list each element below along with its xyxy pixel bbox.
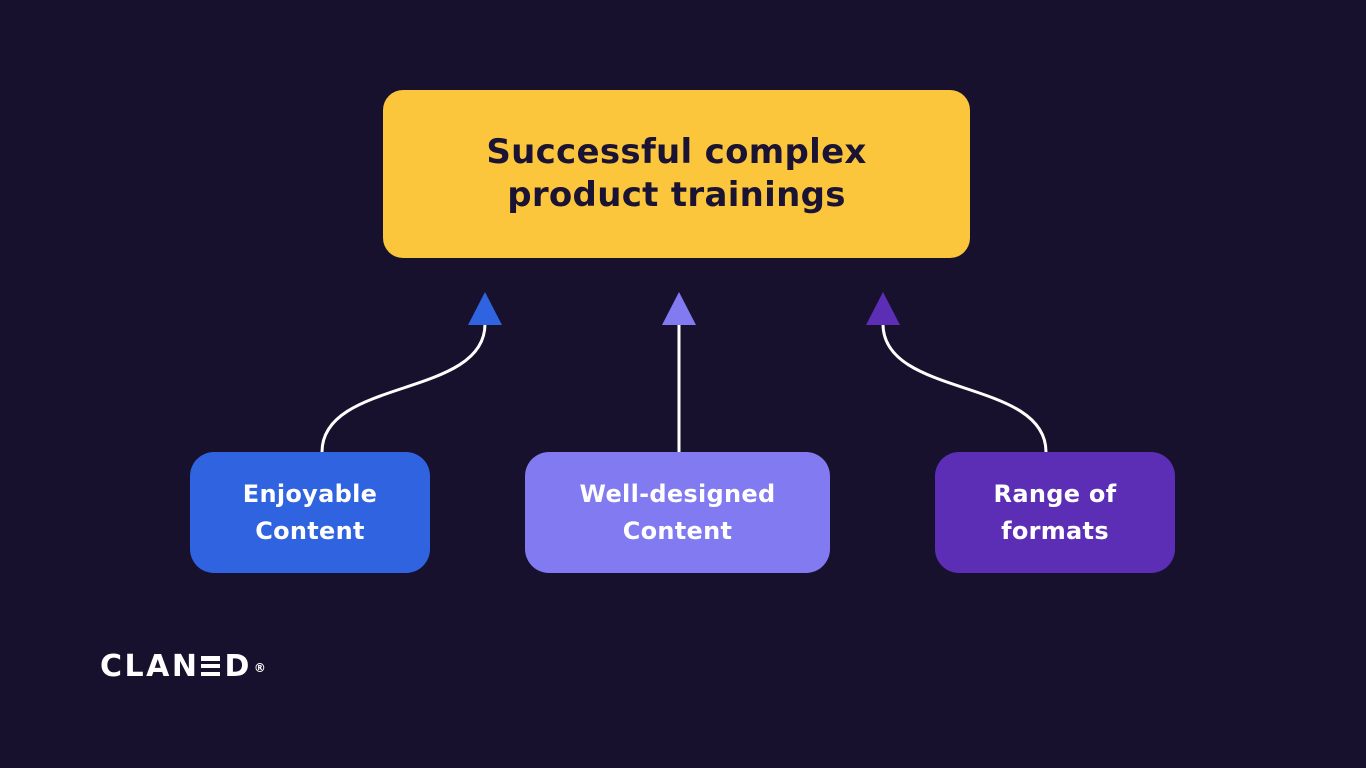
arrow-stem-left <box>320 322 487 454</box>
arrow-head-right-icon <box>866 292 900 325</box>
node-label-line: Enjoyable <box>242 479 378 508</box>
arrow-head-left-icon <box>468 292 502 325</box>
logo-text-suffix: D <box>224 649 252 684</box>
node-label-line: Range of <box>993 479 1117 508</box>
title-node: Successful complex product trainings <box>383 90 970 258</box>
node-well-designed-content: Well-designed Content <box>525 452 830 573</box>
arrow-head-middle-icon <box>662 292 696 325</box>
claned-logo: CLAN D ® <box>100 652 266 683</box>
arrow-stem-right <box>881 322 1048 454</box>
title-line-1: Successful complex <box>486 132 867 172</box>
node-enjoyable-content: Enjoyable Content <box>190 452 430 573</box>
title-line-2: product trainings <box>507 175 846 215</box>
logo-text-prefix: CLAN <box>100 649 200 684</box>
node-label-line: formats <box>1001 516 1109 545</box>
node-label-line: Content <box>622 516 733 545</box>
node-label-line: Well-designed <box>579 479 776 508</box>
logo-e-bars-icon <box>201 656 221 676</box>
registered-trademark-icon: ® <box>253 661 266 675</box>
node-range-of-formats: Range of formats <box>935 452 1175 573</box>
node-label-line: Content <box>255 516 365 545</box>
